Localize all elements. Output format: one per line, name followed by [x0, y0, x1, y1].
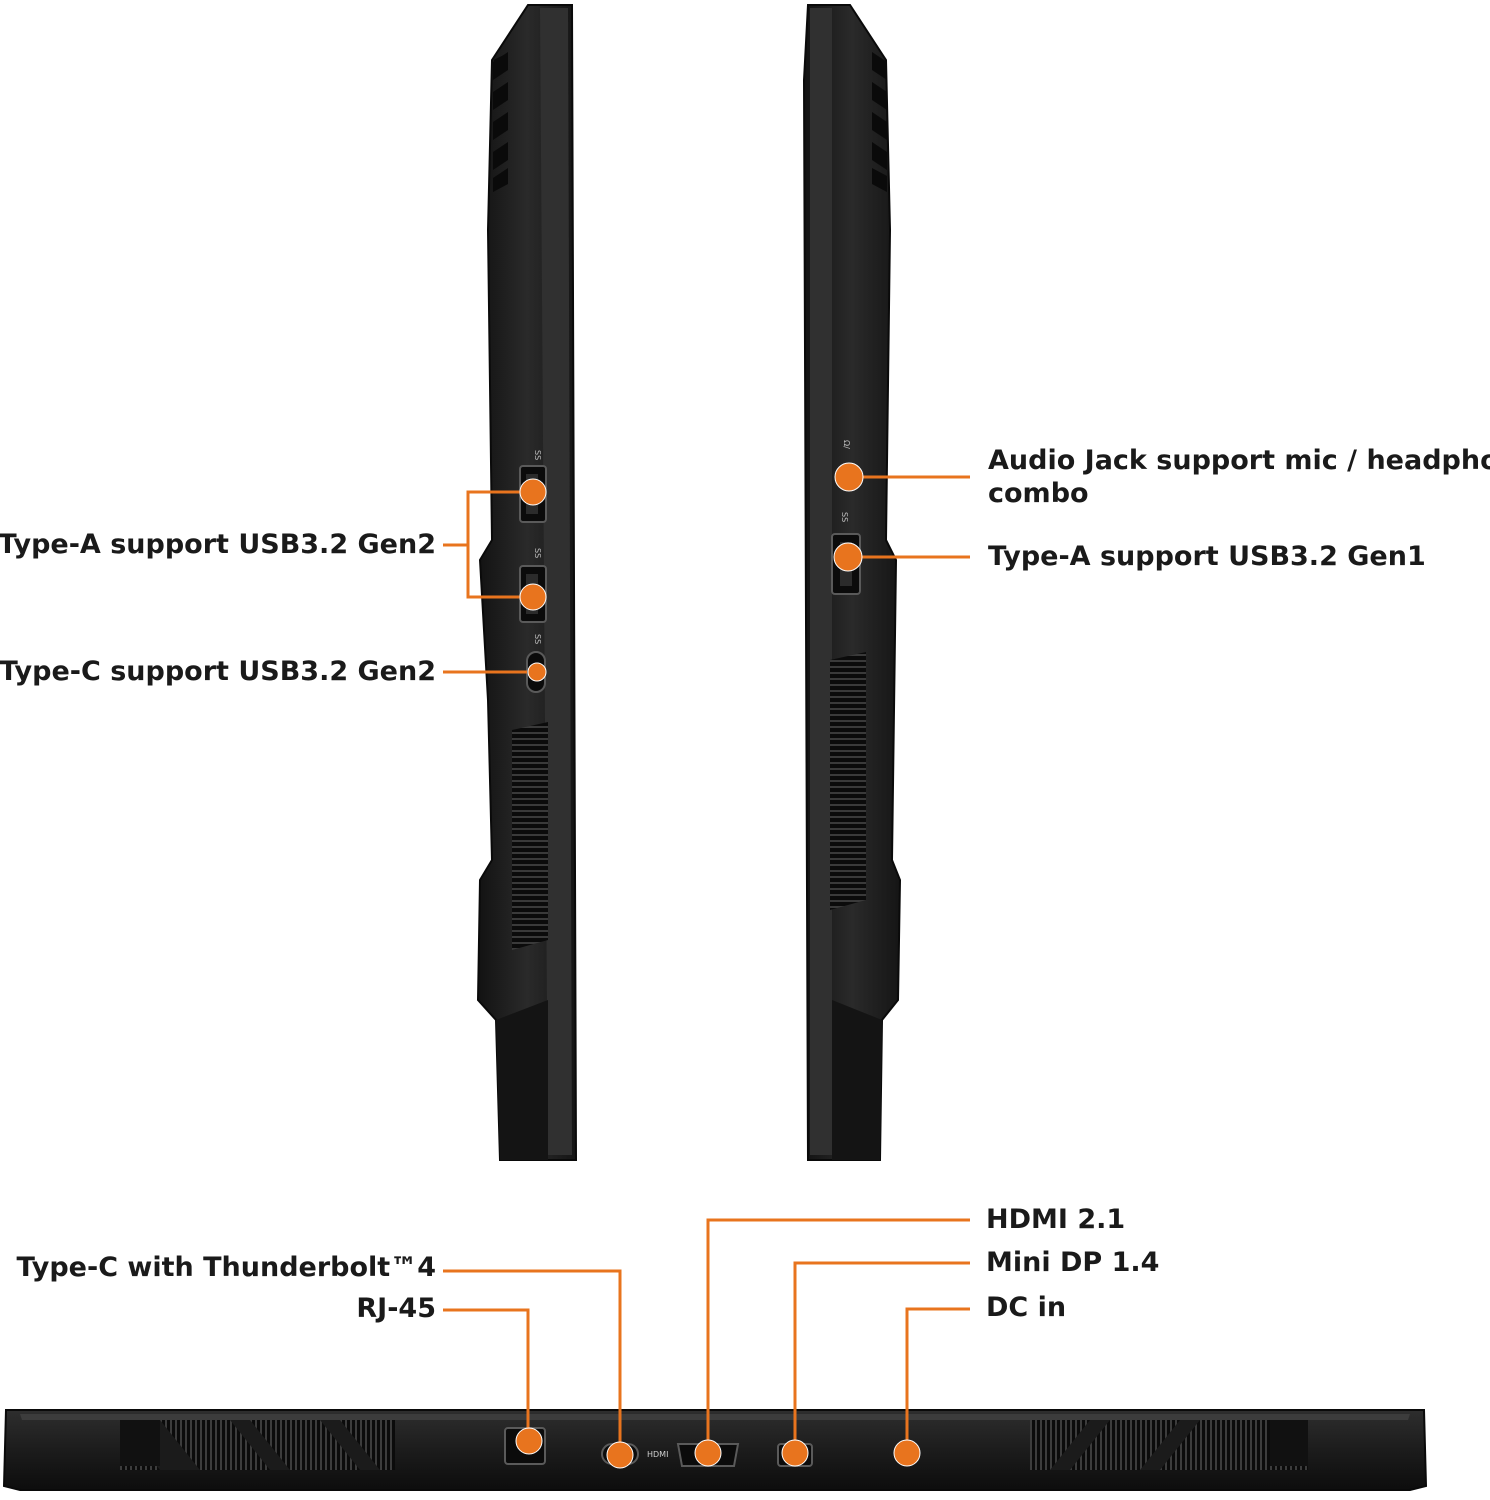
- label-left-type-a: Type-A support USB3.2 Gen2: [0, 529, 436, 560]
- label-audio-jack-line1: Audio Jack support mic / headphone: [988, 445, 1490, 476]
- svg-text:SS: SS: [533, 548, 542, 558]
- callout-dot: [834, 462, 864, 492]
- label-hdmi: HDMI 2.1: [986, 1204, 1126, 1235]
- label-mini-dp: Mini DP 1.4: [986, 1247, 1160, 1278]
- label-dc-in: DC in: [986, 1292, 1067, 1323]
- callout-dots: [515, 462, 921, 1469]
- callout-dot: [527, 662, 547, 682]
- callout-dot: [893, 1439, 921, 1467]
- svg-text:SS: SS: [533, 634, 542, 644]
- svg-text:Ω/: Ω/: [842, 440, 851, 449]
- laptop-left-side: SS SS SS: [476, 4, 578, 1161]
- callout-lines: [443, 475, 970, 1452]
- callout-dot: [606, 1441, 634, 1469]
- label-left-type-c: Type-C support USB3.2 Gen2: [0, 656, 436, 687]
- laptop-right-side: Ω/ SS: [802, 4, 902, 1161]
- callout-dot: [515, 1427, 543, 1455]
- label-audio-jack-line2: combo: [988, 478, 1089, 509]
- callout-dot: [781, 1439, 809, 1467]
- callout-dot: [833, 542, 863, 572]
- callout-dot: [519, 478, 547, 506]
- svg-text:SS: SS: [533, 450, 542, 460]
- hdmi-marking: HDMI: [647, 1450, 669, 1459]
- svg-text:SS: SS: [840, 512, 849, 522]
- label-rj45: RJ-45: [356, 1293, 436, 1324]
- callout-dot: [519, 583, 547, 611]
- label-right-type-a: Type-A support USB3.2 Gen1: [988, 541, 1426, 572]
- callout-dot: [694, 1439, 722, 1467]
- label-thunderbolt: Type-C with Thunderbolt™4: [16, 1252, 436, 1283]
